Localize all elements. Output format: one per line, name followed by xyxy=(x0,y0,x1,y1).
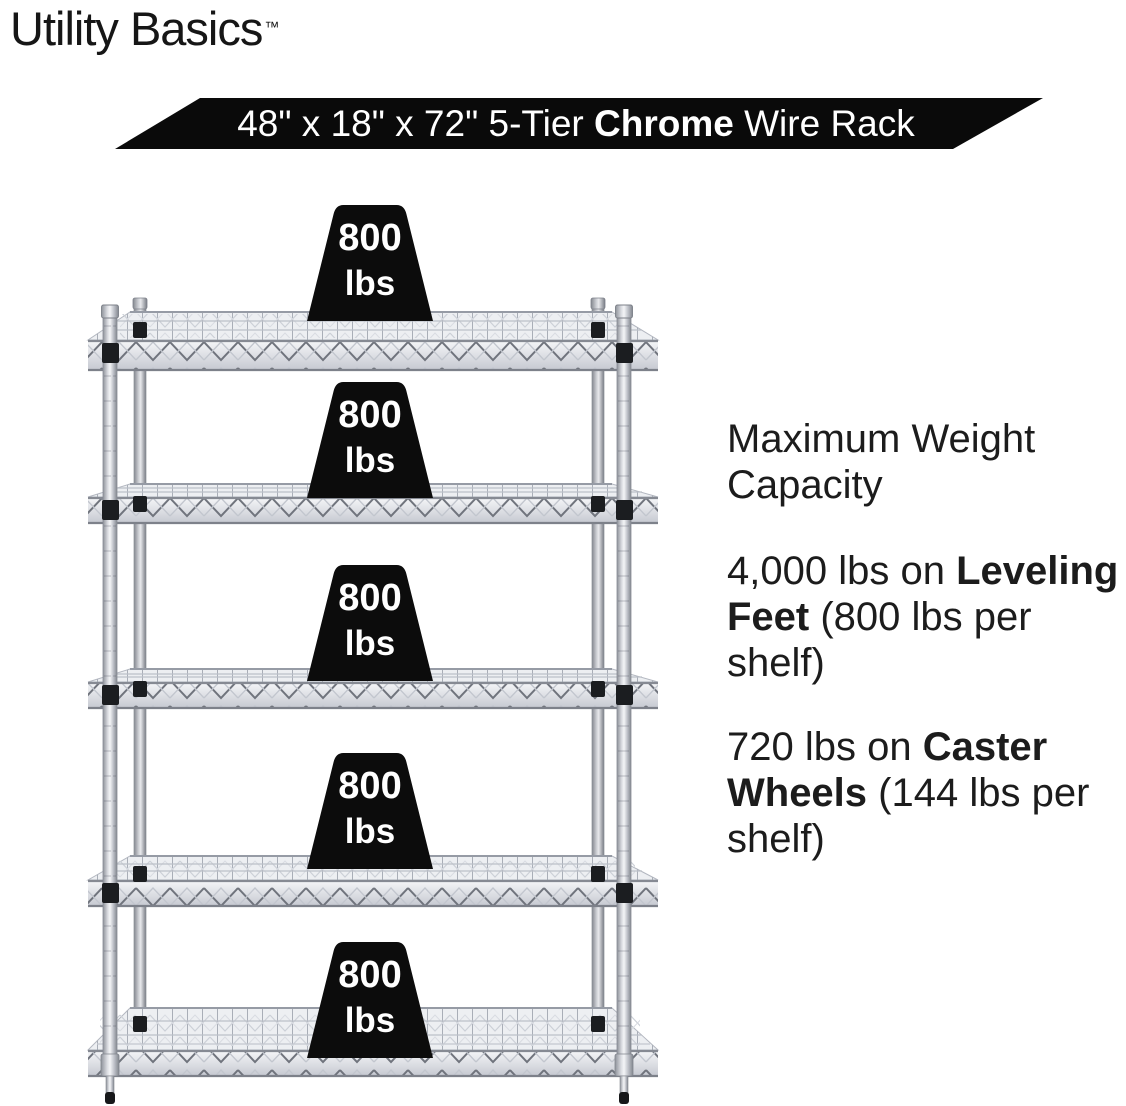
shelf2-capacity-badge: 800 lbs xyxy=(307,382,433,498)
product-title-banner: 48" x 18" x 72" 5-Tier Chrome Wire Rack xyxy=(115,98,1043,149)
weight-unit-label: lbs xyxy=(344,624,396,663)
weight-value-label: 800 xyxy=(338,765,402,807)
weight-unit-label: lbs xyxy=(344,264,396,303)
caster-line2-bold: Wheels xyxy=(727,771,868,815)
leveling-line2-bold: Feet xyxy=(727,595,810,639)
shelf4-capacity-badge: 800 lbs xyxy=(307,753,433,869)
weight-value-label: 800 xyxy=(338,394,402,436)
specs-heading: Maximum Weight Capacity xyxy=(727,417,1036,507)
leveling-feet-capacity-text: 4,000 lbs on Leveling Feet (800 lbs per … xyxy=(727,548,1126,686)
caster-line2-regular: (144 lbs per xyxy=(867,771,1090,815)
trademark-symbol: ™ xyxy=(264,19,280,37)
banner-text-prefix: 48" x 18" x 72" 5-Tier xyxy=(237,103,595,144)
specs-section: Maximum Weight Capacity 4,000 lbs on Lev… xyxy=(727,416,1126,900)
brand-name: Utility Basics xyxy=(10,2,263,55)
weight-value-label: 800 xyxy=(338,954,402,996)
leveling-line3-regular: shelf) xyxy=(727,641,825,685)
weight-trapezoid-icon xyxy=(307,382,433,498)
shelf1-capacity-badge: 800 lbs xyxy=(307,205,433,321)
wire-rack-illustration xyxy=(86,297,660,1104)
caster-line1-bold: Caster xyxy=(922,725,1048,769)
caster-line3-regular: shelf) xyxy=(727,817,825,861)
banner-text-suffix: Wire Rack xyxy=(733,103,915,144)
weight-trapezoid-icon xyxy=(307,753,433,869)
shelf5-capacity-badge: 800 lbs xyxy=(307,942,433,1058)
caster-wheels-capacity-text: 720 lbs on Caster Wheels (144 lbs per sh… xyxy=(727,724,1126,862)
weight-value-label: 800 xyxy=(338,577,402,619)
banner-text-highlight: Chrome xyxy=(594,103,734,144)
caster-line1-regular: 720 lbs on xyxy=(727,725,923,769)
weight-trapezoid-icon xyxy=(307,205,433,321)
shelf3-capacity-badge: 800 lbs xyxy=(307,565,433,681)
weight-unit-label: lbs xyxy=(344,441,396,480)
leveling-line1-bold: Leveling xyxy=(956,549,1119,593)
leveling-line1-regular: 4,000 lbs on xyxy=(727,549,957,593)
weight-unit-label: lbs xyxy=(344,1001,396,1040)
weight-trapezoid-icon xyxy=(307,942,433,1058)
weight-value-label: 800 xyxy=(338,217,402,259)
weight-unit-label: lbs xyxy=(344,812,396,851)
leveling-line2-regular: (800 lbs per xyxy=(809,595,1032,639)
weight-trapezoid-icon xyxy=(307,565,433,681)
